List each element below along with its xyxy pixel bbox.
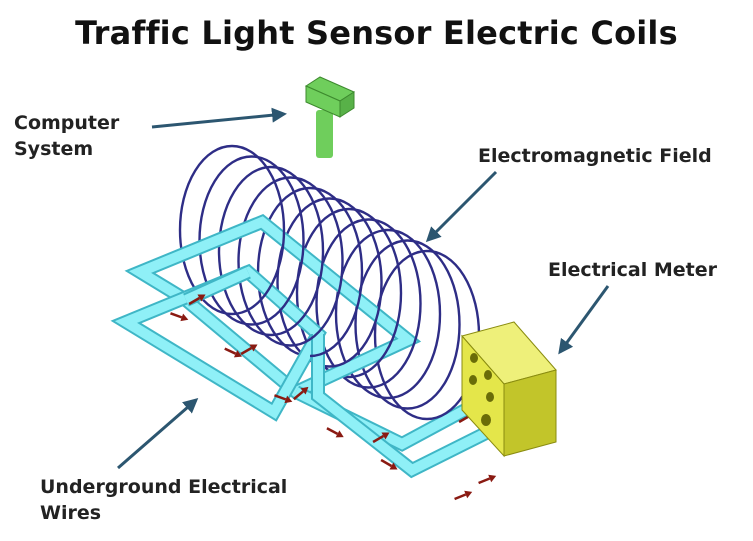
label-wires-line1: Underground Electrical bbox=[40, 476, 288, 498]
coil-loop-back bbox=[373, 249, 428, 421]
meter-terminal-hole bbox=[469, 375, 477, 385]
current-arrow bbox=[372, 432, 390, 444]
current-arrow bbox=[274, 394, 293, 404]
label-electrical-meter: Electrical Meter bbox=[548, 259, 717, 281]
electrical-meter-icon bbox=[461, 321, 557, 458]
pointer-to-meter bbox=[558, 285, 610, 355]
meter-terminal-hole bbox=[481, 414, 491, 426]
pointer-to-field bbox=[425, 170, 498, 243]
coil-loop-back bbox=[315, 218, 369, 389]
meter-terminal-hole bbox=[486, 392, 494, 402]
meter-terminal-hole bbox=[470, 353, 478, 363]
current-arrow bbox=[454, 490, 473, 501]
wire-link bbox=[183, 267, 251, 305]
label-computer-system: Computer System bbox=[14, 110, 119, 162]
coil-loop-back bbox=[354, 239, 408, 410]
coil-loop-back bbox=[237, 176, 291, 347]
coil-loop-front bbox=[231, 144, 286, 316]
current-arrow bbox=[326, 427, 344, 438]
coil-loop-front bbox=[309, 186, 364, 358]
coil-loop-back bbox=[334, 228, 389, 400]
current-arrow bbox=[224, 347, 242, 358]
coil-loop-front bbox=[348, 207, 403, 379]
coil-loop-front bbox=[270, 165, 325, 337]
pointer-arrows bbox=[117, 107, 610, 470]
label-wires-line2: Wires bbox=[40, 502, 102, 524]
current-arrow bbox=[380, 458, 398, 470]
coil-loop-front bbox=[329, 197, 383, 368]
pointer-to-computer bbox=[151, 107, 287, 129]
computer-system-icon bbox=[304, 76, 356, 158]
coil-loop-front bbox=[368, 218, 422, 389]
coil-loop-back bbox=[178, 144, 233, 316]
page-title: Traffic Light Sensor Electric Coils bbox=[75, 14, 678, 52]
label-computer-line1: Computer bbox=[14, 112, 120, 134]
wire-lead-lower bbox=[313, 334, 495, 476]
label-underground-wires: Underground Electrical Wires bbox=[40, 474, 287, 526]
label-computer-line2: System bbox=[14, 138, 94, 160]
pointer-to-wires bbox=[117, 398, 199, 470]
coil-loop-front bbox=[387, 228, 442, 400]
coil-loop-back bbox=[217, 165, 272, 337]
coil-loop-front bbox=[407, 239, 461, 410]
meter-terminal-hole bbox=[484, 370, 492, 380]
current-arrow bbox=[293, 386, 309, 401]
coil-loop-front bbox=[290, 176, 344, 347]
wire-lower-loop bbox=[114, 266, 325, 419]
current-arrow bbox=[188, 294, 206, 306]
current-arrow bbox=[478, 474, 497, 485]
current-arrow bbox=[240, 344, 258, 356]
current-arrow bbox=[170, 312, 189, 322]
label-electromagnetic-field: Electromagnetic Field bbox=[478, 145, 712, 167]
coil-loop-back bbox=[295, 207, 350, 379]
coil-loop-front bbox=[251, 155, 305, 326]
